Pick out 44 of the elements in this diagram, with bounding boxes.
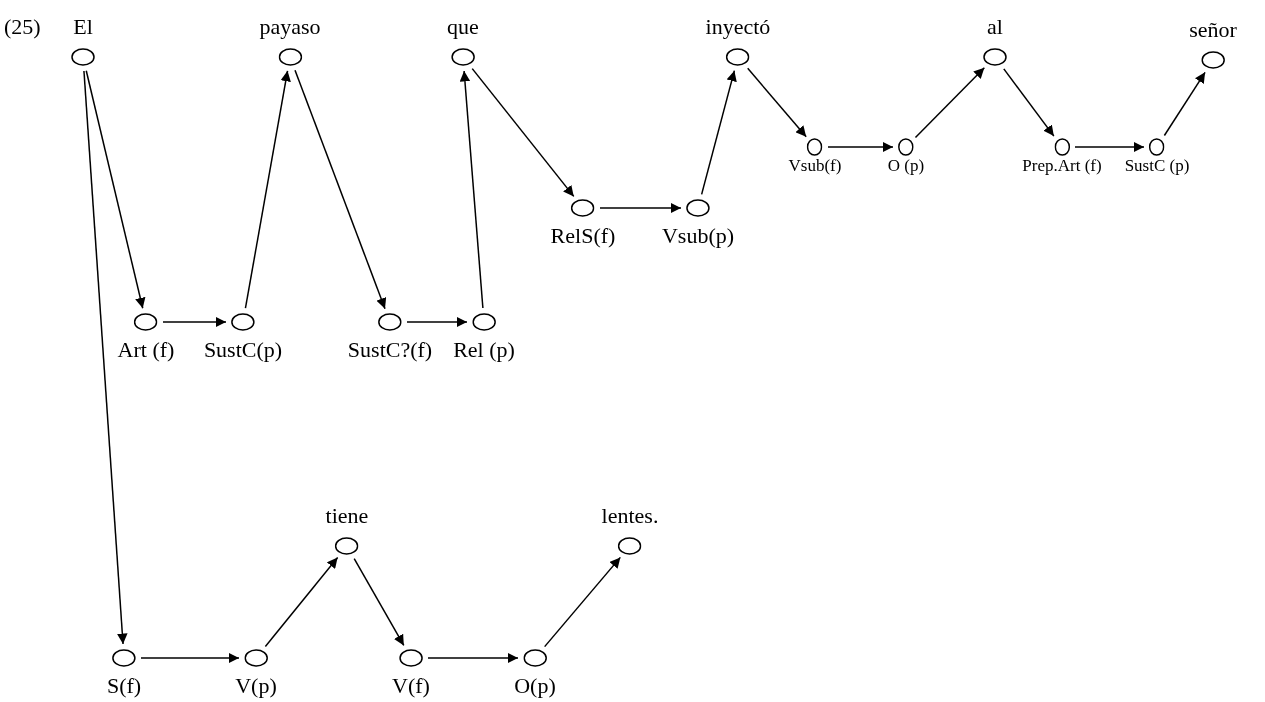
word-label: payaso [259,16,321,38]
word-label: lentes. [601,505,659,527]
category-label: O (p) [887,157,925,174]
example-number: (25) [4,16,41,38]
arrow [244,70,291,309]
arrow [140,652,240,664]
category-label: Vsub(f) [788,157,842,174]
word-label: señor [1189,19,1237,41]
category-label: SustC?(f) [347,339,433,361]
arrow [1163,71,1206,137]
arrow [543,556,622,648]
category-label: V(f) [392,675,430,697]
category-label: Vsub(p) [661,225,735,247]
word-label: tiene [325,505,369,527]
arrow [162,316,227,328]
category-label: SustC (p) [1124,157,1190,174]
word-label: El [73,16,93,38]
arrow [914,67,986,139]
arrow [746,67,807,138]
word-label: al [987,16,1003,38]
category-label: V(p) [235,675,277,697]
word-label: que [447,16,479,38]
arrow [599,202,682,214]
category-label: Rel (p) [453,339,515,361]
arrow [85,69,146,310]
category-label: RelS(f) [550,225,616,247]
arrow [459,70,484,309]
category-label: Prep.Art (f) [1022,157,1102,174]
arrow [1074,141,1145,153]
word-label: inyectó [705,16,771,38]
arrow [471,67,575,198]
arrow [827,141,894,153]
arrow [427,652,519,664]
arrow [406,316,468,328]
arrow [353,557,405,647]
category-label: Art (f) [117,339,175,361]
arrow [294,69,387,310]
arrow [83,70,128,645]
arrow [264,556,339,648]
arrow [1003,68,1055,137]
category-label: S(f) [106,675,142,697]
category-label: O(p) [514,675,556,697]
category-label: SustC(p) [203,339,283,361]
arrow [700,69,737,196]
